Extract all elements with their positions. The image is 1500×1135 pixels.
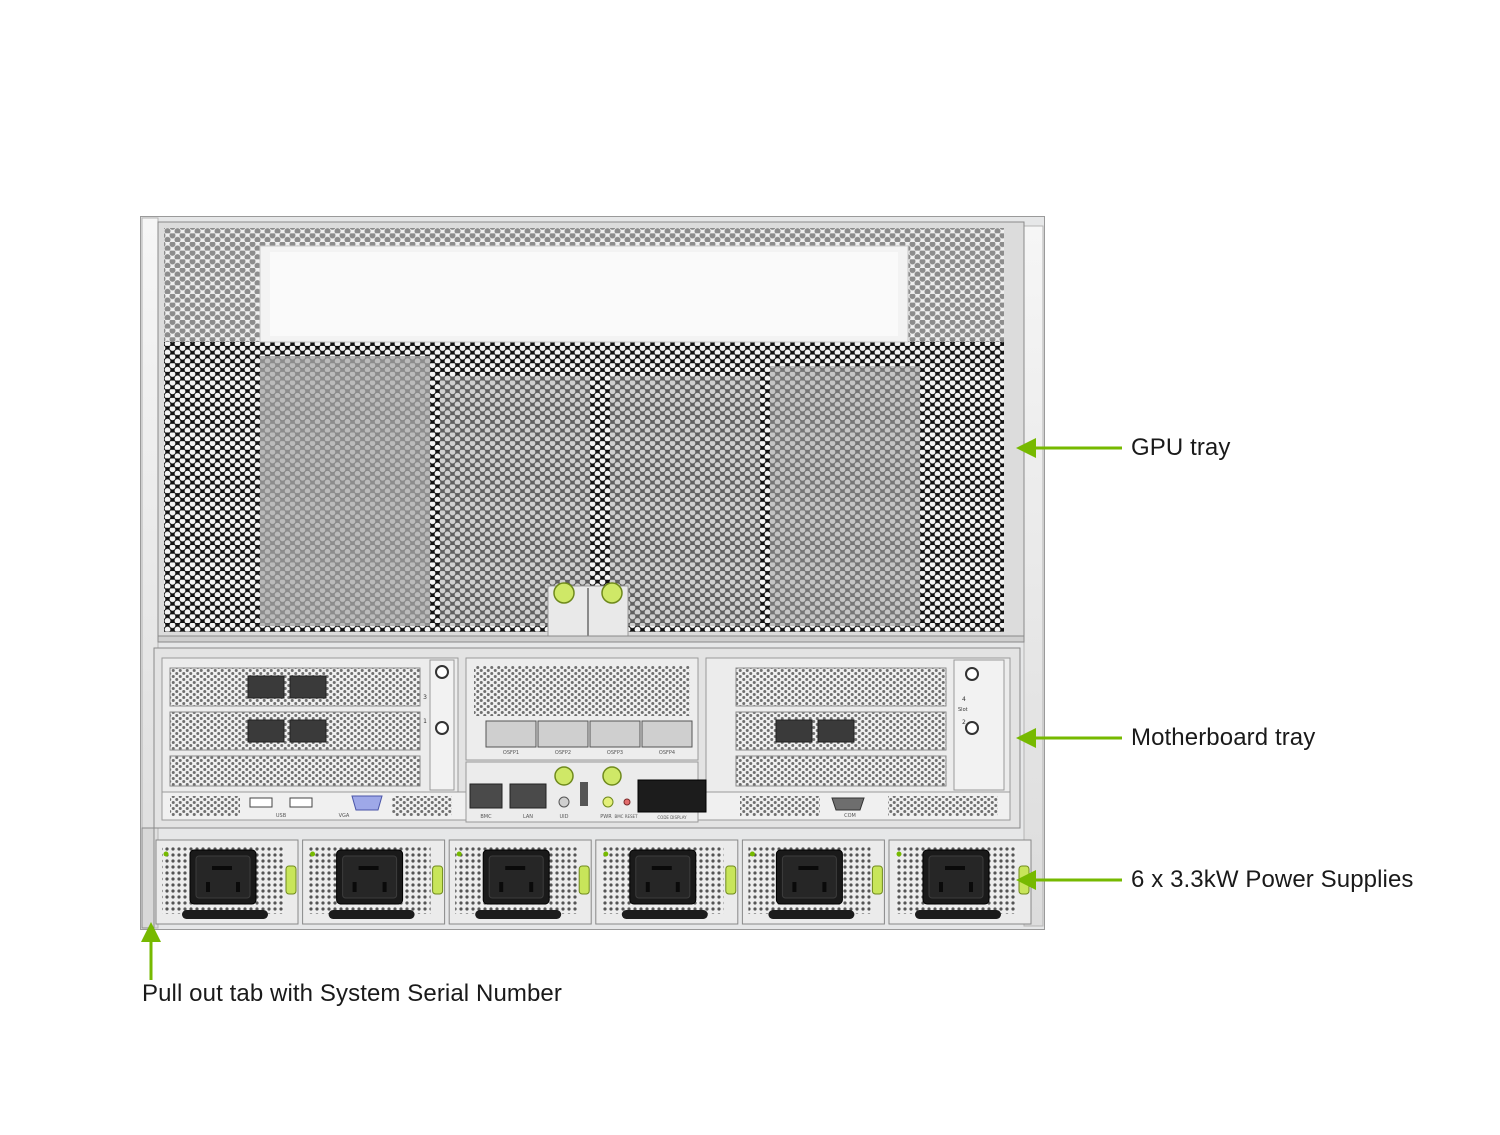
svg-text:PWR: PWR <box>600 814 612 820</box>
lan-port-icon[interactable] <box>509 783 547 809</box>
code-display <box>637 779 707 813</box>
latch-screw-icon[interactable] <box>601 582 623 604</box>
svg-text:OSFP3: OSFP3 <box>607 750 623 756</box>
svg-text:3: 3 <box>423 694 427 701</box>
gpu-tray <box>157 221 1025 643</box>
psu-release-lever[interactable] <box>725 865 737 895</box>
svg-text:BMC RESET: BMC RESET <box>614 814 638 819</box>
motherboard-tray: 3 1 OSFP1 OSFP2 OSFP3 OSFP4 4 Slot 2 USB <box>153 647 1021 829</box>
power-supply-unit[interactable] <box>302 839 446 925</box>
svg-text:OSFP1: OSFP1 <box>503 750 519 756</box>
svg-text:1: 1 <box>423 718 427 725</box>
psu-release-lever[interactable] <box>871 865 883 895</box>
power-supply-unit[interactable] <box>155 839 299 925</box>
svg-text:4: 4 <box>962 696 966 703</box>
pull-tab-arrow <box>141 922 161 980</box>
svg-text:VGA: VGA <box>339 813 350 819</box>
uid-button-icon[interactable] <box>558 796 570 808</box>
pull-tab-label: Pull out tab with System Serial Number <box>142 980 562 1007</box>
svg-text:UID: UID <box>560 814 569 820</box>
power-supply-unit[interactable] <box>741 839 885 925</box>
svg-text:OSFP4: OSFP4 <box>659 750 675 756</box>
server-chassis: 3 1 OSFP1 OSFP2 OSFP3 OSFP4 4 Slot 2 USB <box>140 216 1045 930</box>
svg-text:BMC: BMC <box>480 814 492 820</box>
svg-text:OSFP2: OSFP2 <box>555 750 571 756</box>
usb-port-icon[interactable] <box>249 797 273 808</box>
power-supply-unit[interactable] <box>448 839 592 925</box>
power-supplies-arrow <box>1016 870 1122 890</box>
bmc-port-icon[interactable] <box>469 783 503 809</box>
power-supply-row <box>155 839 1032 925</box>
gpu-tray-label: GPU tray <box>1131 434 1231 461</box>
svg-text:2: 2 <box>962 719 966 726</box>
motherboard-tray-label: Motherboard tray <box>1131 724 1316 751</box>
svg-text:COM: COM <box>844 813 856 819</box>
bmc-reset-button-icon[interactable] <box>623 798 631 806</box>
gpu-tray-arrow <box>1016 438 1122 458</box>
usb-port-icon[interactable] <box>289 797 313 808</box>
svg-text:USB: USB <box>276 813 287 819</box>
power-button-icon[interactable] <box>602 796 614 808</box>
psu-release-lever[interactable] <box>578 865 590 895</box>
latch-screw-icon[interactable] <box>553 582 575 604</box>
com-port-icon[interactable] <box>831 797 865 811</box>
vga-port-icon[interactable] <box>351 795 383 811</box>
power-supplies-label: 6 x 3.3kW Power Supplies <box>1131 866 1414 893</box>
psu-release-lever[interactable] <box>285 865 297 895</box>
power-supply-unit[interactable] <box>888 839 1032 925</box>
svg-text:Slot: Slot <box>958 707 968 713</box>
motherboard-tray-arrow <box>1016 728 1122 748</box>
svg-text:CODE DISPLAY: CODE DISPLAY <box>657 815 687 820</box>
svg-text:LAN: LAN <box>523 814 533 820</box>
psu-release-lever[interactable] <box>432 865 444 895</box>
power-supply-unit[interactable] <box>595 839 739 925</box>
